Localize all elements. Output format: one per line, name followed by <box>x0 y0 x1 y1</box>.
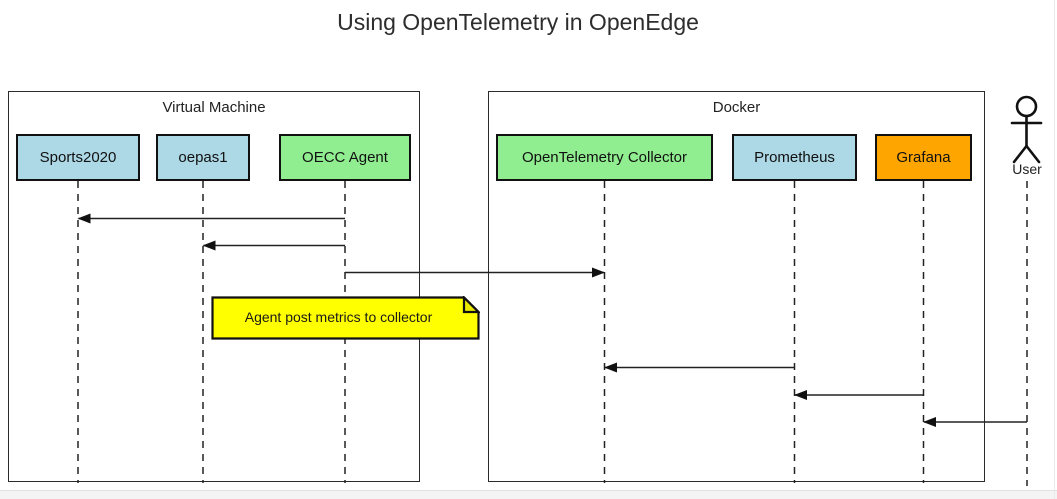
window-right-edge <box>1054 0 1055 499</box>
participant-oecc-agent: OECC Agent <box>279 134 411 181</box>
note-shape <box>211 296 480 340</box>
participant-oepas1: oepas1 <box>156 134 250 181</box>
frame-virtual-machine: Virtual Machine <box>8 91 420 482</box>
participant-sports2020: Sports2020 <box>16 134 140 181</box>
frame-docker-label: Docker <box>712 99 761 116</box>
frame-docker: Docker <box>488 91 985 482</box>
participant-prometheus: Prometheus <box>732 134 857 181</box>
user-actor-icon <box>1010 95 1043 164</box>
note-agent-post-metrics: Agent post metrics to collector <box>211 296 480 340</box>
user-actor-label: User <box>1012 161 1042 177</box>
participant-otel-collector: OpenTelemetry Collector <box>496 134 713 181</box>
diagram-title: Using OpenTelemetry in OpenEdge <box>337 9 699 35</box>
note-text: Agent post metrics to collector <box>244 309 433 325</box>
frame-virtual-machine-label: Virtual Machine <box>162 99 266 116</box>
window-bottom-edge <box>0 490 1057 499</box>
participant-grafana: Grafana <box>875 134 972 181</box>
